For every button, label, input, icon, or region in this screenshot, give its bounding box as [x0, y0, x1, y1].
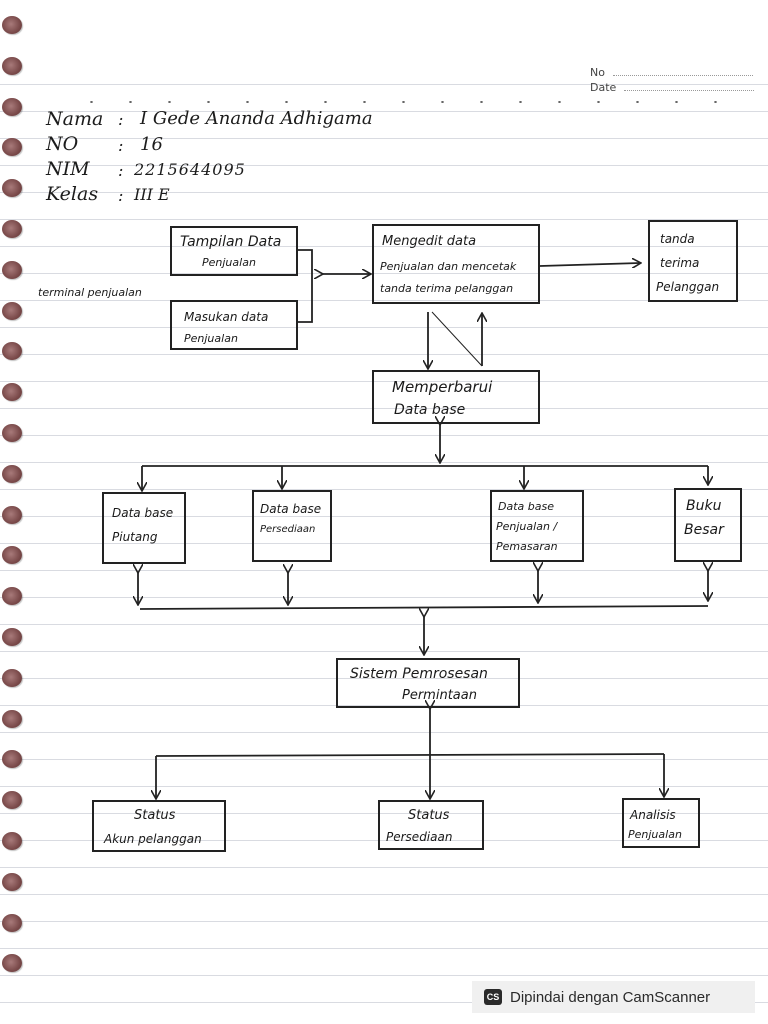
- binder-hole: [2, 179, 22, 198]
- binder-hole: [2, 872, 22, 891]
- box-text: Masukan data: [184, 310, 269, 324]
- class-value: III E: [134, 185, 170, 204]
- terminal-label: terminal penjualan: [38, 286, 142, 299]
- binder-hole: [2, 505, 22, 524]
- binder-hole: [2, 668, 22, 687]
- box-text: Mengedit data: [382, 234, 477, 249]
- name-value: I Gede Ananda Adhigama: [140, 108, 373, 129]
- box-text: Pelanggan: [656, 280, 720, 294]
- box-text: Data base: [498, 500, 554, 513]
- box-memperbarui-database: Memperbarui Data base: [372, 370, 540, 424]
- box-text: Tampilan Data: [180, 234, 282, 250]
- binder-hole: [2, 383, 22, 402]
- box-database-piutang: Data base Piutang: [102, 492, 186, 564]
- box-text: Persediaan: [260, 524, 316, 535]
- box-text: terima: [660, 256, 700, 270]
- binder-hole: [2, 628, 22, 646]
- box-masukan-data-penjualan: Masukan data Penjualan: [170, 300, 298, 350]
- output-bar: [155, 753, 665, 757]
- camscanner-text: Dipindai dengan CamScanner: [510, 988, 711, 1006]
- binder-hole: [2, 750, 22, 769]
- box-text: Status: [134, 808, 176, 823]
- binder-hole: [2, 913, 22, 932]
- diagonal-stroke: [431, 311, 483, 367]
- box-sistem-pemrosesan-permintaan: Sistem Pemrosesan Permintaan: [336, 658, 520, 708]
- binder-hole: [2, 791, 22, 810]
- box-text: Piutang: [112, 530, 158, 544]
- camscanner-logo-icon: CS: [484, 989, 502, 1005]
- box-text: tanda terima pelanggan: [380, 282, 514, 295]
- binder-hole: [2, 56, 22, 75]
- binder-hole: [2, 954, 22, 973]
- box-database-penjualan-pemasaran: Data base Penjualan / Pemasaran: [490, 490, 584, 562]
- no-value: 16: [140, 134, 163, 155]
- camscanner-watermark: CS Dipindai dengan CamScanner: [472, 981, 755, 1013]
- box-text: Sistem Pemrosesan: [350, 666, 488, 682]
- binder-hole: [2, 342, 22, 361]
- box-text: Status: [408, 808, 450, 823]
- box-text: Persediaan: [386, 830, 453, 844]
- box-tampilan-data-penjualan: Tampilan Data Penjualan: [170, 226, 298, 276]
- binder-hole: [2, 301, 22, 320]
- binder-hole: [2, 546, 22, 565]
- binder-hole: [2, 16, 22, 34]
- binder-hole: [2, 260, 22, 279]
- collector-bar: [139, 605, 709, 610]
- box-text: Penjualan: [202, 256, 256, 269]
- box-text: Data base: [260, 502, 322, 516]
- nim-label: NIM: [46, 158, 90, 180]
- box-text: Data base: [112, 506, 174, 520]
- binder-hole: [2, 220, 22, 238]
- no-label-student: NO: [46, 133, 79, 155]
- arrow-mengedit-tanda: [539, 263, 640, 266]
- date-label: Date: [590, 81, 617, 94]
- box-mengedit-data: Mengedit data Penjualan dan mencetak tan…: [372, 224, 540, 304]
- box-text: Memperbarui: [392, 378, 493, 396]
- box-text: Buku: [686, 498, 722, 514]
- binder-hole: [2, 138, 22, 157]
- box-text: Penjualan: [628, 828, 682, 841]
- no-date-header: No Date: [590, 66, 755, 94]
- box-analisis-penjualan: Analisis Penjualan: [622, 798, 700, 848]
- box-database-persediaan: Data base Persediaan: [252, 490, 332, 562]
- box-text: Penjualan dan mencetak: [380, 260, 517, 273]
- name-label: Nama: [46, 108, 104, 130]
- box-text: Penjualan: [184, 332, 238, 345]
- box-status-akun-pelanggan: Status Akun pelanggan: [92, 800, 226, 852]
- no-label: No: [590, 66, 605, 79]
- binder-hole: [2, 464, 22, 483]
- box-buku-besar: Buku Besar: [674, 488, 742, 562]
- box-tanda-terima: tanda terima Pelanggan: [648, 220, 738, 302]
- box-text: Penjualan /: [496, 520, 558, 533]
- box-text: tanda: [660, 232, 695, 246]
- box-text: Analisis: [630, 808, 676, 822]
- box-text: Besar: [684, 522, 724, 538]
- binder-hole: [2, 709, 22, 728]
- terminal-bracket: [298, 249, 313, 323]
- box-text: Permintaan: [402, 688, 477, 703]
- binder-hole: [2, 832, 22, 850]
- box-text: Pemasaran: [496, 540, 558, 553]
- binder-hole: [2, 587, 22, 606]
- box-text: Akun pelanggan: [104, 832, 202, 846]
- box-status-persediaan: Status Persediaan: [378, 800, 484, 850]
- box-text: Data base: [394, 402, 466, 418]
- binder-hole: [2, 424, 22, 442]
- binder-hole: [2, 97, 22, 116]
- class-label: Kelas: [46, 183, 99, 205]
- dotted-rule: [72, 101, 744, 103]
- nim-value: 2215644095: [134, 160, 246, 179]
